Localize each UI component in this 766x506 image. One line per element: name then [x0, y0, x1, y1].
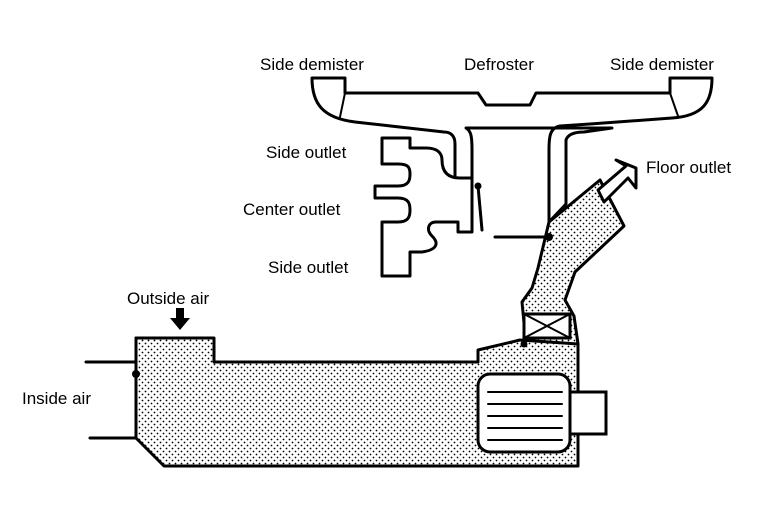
vent-outlet-ducts	[373, 136, 474, 278]
label-side-outlet-bottom: Side outlet	[268, 258, 349, 277]
floor-outlet-arrow-icon	[596, 158, 638, 204]
heater-core	[522, 312, 572, 340]
label-side-demister-left: Side demister	[260, 55, 364, 74]
floor-outlet-duct	[520, 178, 626, 346]
label-center-outlet: Center outlet	[243, 200, 341, 219]
air-intake-walls	[84, 336, 138, 440]
demister-divider-right	[669, 92, 679, 117]
label-outside-air: Outside air	[127, 289, 210, 308]
intake-damper-pivot	[132, 370, 140, 378]
label-floor-outlet: Floor outlet	[646, 158, 731, 177]
label-defroster: Defroster	[464, 55, 534, 74]
blower-housing	[134, 336, 580, 468]
air-mix-pivot	[520, 340, 528, 348]
label-side-demister-right: Side demister	[610, 55, 714, 74]
label-side-outlet-top: Side outlet	[266, 143, 347, 162]
floor-damper	[493, 233, 553, 241]
mode-damper	[474, 182, 484, 232]
label-inside-air: Inside air	[22, 389, 91, 408]
blower-motor	[476, 372, 608, 454]
demister-divider-left	[339, 92, 346, 118]
defroster-duct	[310, 76, 714, 224]
outside-air-arrow-icon	[170, 308, 190, 330]
